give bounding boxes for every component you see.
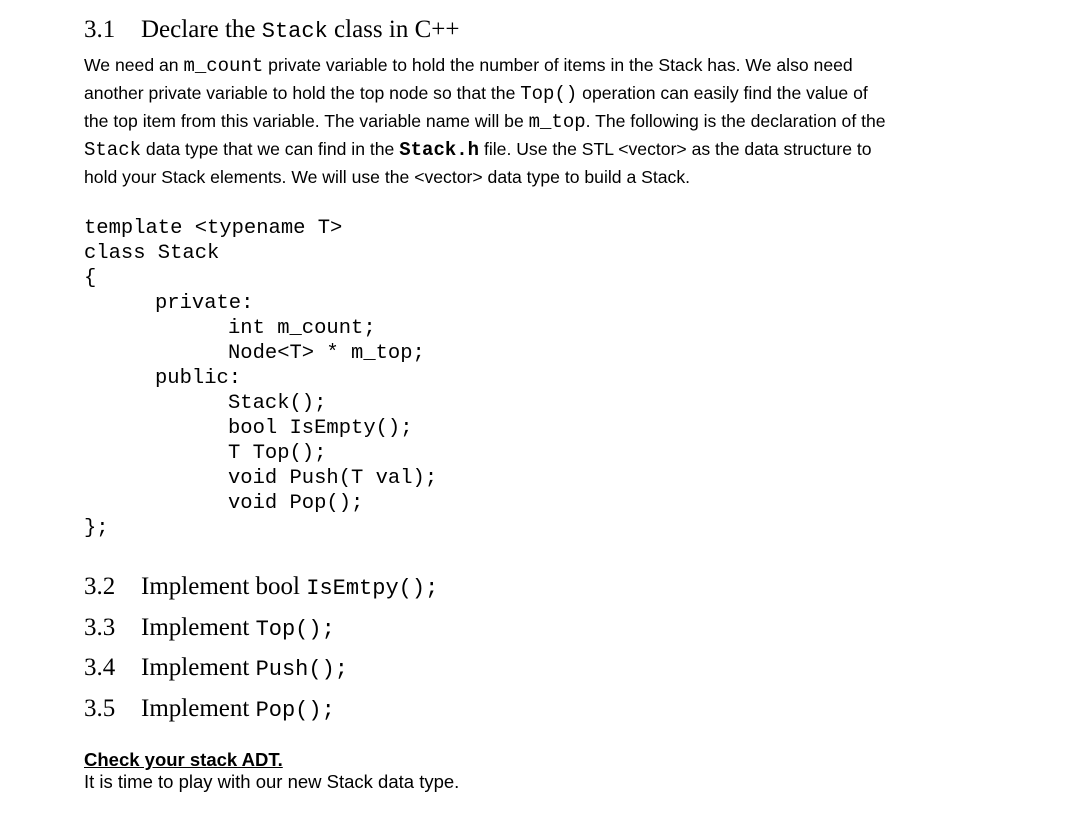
code-line: T Top(); xyxy=(228,442,327,465)
code-line: class Stack xyxy=(84,242,220,265)
task-code: Pop(); xyxy=(255,697,335,723)
code-line: int m_count; xyxy=(228,317,376,340)
paragraph-text: hold your Stack elements. We will use th… xyxy=(84,167,691,187)
paragraph-line: the top item from this variable. The var… xyxy=(84,108,886,136)
footer-text: It is time to play with our new Stack da… xyxy=(84,771,460,792)
code-line: Node<T> * m_top; xyxy=(228,342,425,365)
task-item: 3.4 Implement Push(); xyxy=(84,649,438,690)
paragraph-line: another private variable to hold the top… xyxy=(84,80,886,108)
task-code: Push(); xyxy=(255,657,348,682)
heading-code: Stack xyxy=(261,19,328,44)
paragraph-line: Stack data type that we can find in the … xyxy=(84,136,886,164)
paragraph-text: . The following is the declaration of th… xyxy=(585,111,886,131)
inline-code: Stack.h xyxy=(399,139,480,161)
task-number: 3.4 xyxy=(84,654,116,681)
description-paragraph: We need an m_count private variable to h… xyxy=(84,52,886,191)
paragraph-text: private variable to hold the number of i… xyxy=(263,55,853,75)
task-text: Implement bool xyxy=(141,573,307,600)
task-number: 3.3 xyxy=(84,613,116,641)
paragraph-line: hold your Stack elements. We will use th… xyxy=(84,164,886,191)
check-heading: Check your stack ADT. xyxy=(84,749,283,770)
task-number: 3.2 xyxy=(84,573,116,600)
paragraph-text: another private variable to hold the top… xyxy=(84,83,521,103)
code-line: template <typename T> xyxy=(84,217,343,240)
task-number: 3.5 xyxy=(84,694,116,722)
paragraph-line: We need an m_count private variable to h… xyxy=(84,52,886,80)
code-line: { xyxy=(84,267,97,290)
task-item: 3.2 Implement bool IsEmtpy(); xyxy=(84,568,438,609)
code-line: public: xyxy=(155,367,242,390)
task-item: 3.3 Implement Top(); xyxy=(84,609,438,650)
inline-code: m_count xyxy=(183,55,264,77)
footer: Check your stack ADT. It is time to play… xyxy=(84,749,459,793)
code-line: void Pop(); xyxy=(228,492,364,515)
paragraph-text: the top item from this variable. The var… xyxy=(84,111,529,131)
task-code: IsEmtpy(); xyxy=(306,576,439,601)
task-text: Implement xyxy=(141,694,256,722)
code-line: void Push(T val); xyxy=(228,467,438,490)
inline-code: Top() xyxy=(520,83,578,105)
inline-code: m_top xyxy=(528,111,586,133)
inline-code: Stack xyxy=(84,139,142,161)
task-code: Top(); xyxy=(255,616,335,642)
code-block: template <typename T>class Stack{ private… xyxy=(84,216,437,541)
task-text: Implement xyxy=(141,613,256,641)
task-text: Implement xyxy=(141,654,256,681)
paragraph-text: operation can easily find the value of xyxy=(577,83,868,103)
heading-text: Declare the xyxy=(141,16,262,43)
code-line: Stack(); xyxy=(228,392,327,415)
code-line: bool IsEmpty(); xyxy=(228,417,413,440)
section-number: 3.1 xyxy=(84,16,116,43)
section-heading: 3.1 Declare the Stack class in C++ xyxy=(84,16,459,44)
code-line: }; xyxy=(84,517,109,540)
heading-text: class in C++ xyxy=(327,16,460,43)
code-line: private: xyxy=(155,292,254,315)
paragraph-text: file. Use the STL <vector> as the data s… xyxy=(479,139,872,159)
paragraph-text: We need an xyxy=(84,55,184,75)
paragraph-text: data type that we can find in the xyxy=(141,139,400,159)
task-item: 3.5 Implement Pop(); xyxy=(84,690,438,731)
